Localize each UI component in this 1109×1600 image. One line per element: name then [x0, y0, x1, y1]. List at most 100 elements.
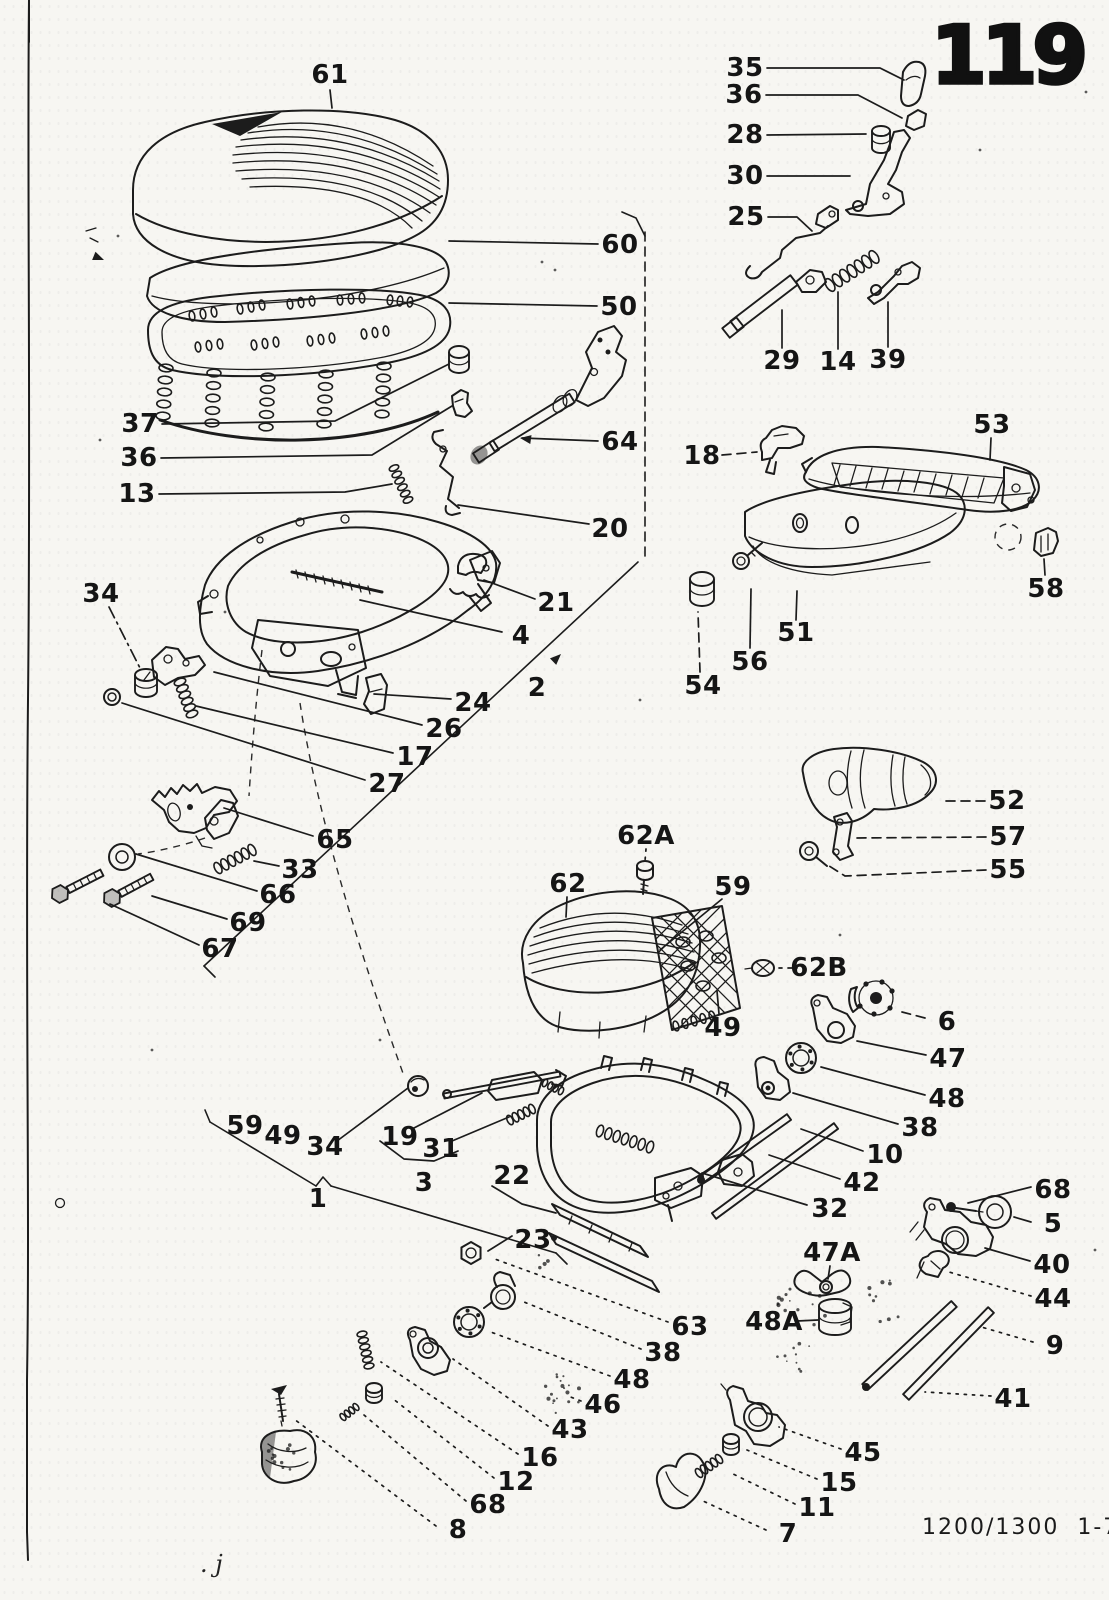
- callout-22: 22: [493, 1161, 531, 1191]
- dust-speck: [812, 1323, 816, 1327]
- dust-speck: [838, 933, 842, 937]
- callout-65: 65: [316, 825, 354, 855]
- dust-speck: [1084, 90, 1088, 94]
- dust-speck: [978, 148, 982, 152]
- screw-62A-drawing: [636, 860, 654, 895]
- callout-9: 9: [1045, 1331, 1065, 1361]
- dust-speck: [811, 1303, 814, 1306]
- dust-speck: [546, 1259, 550, 1263]
- floor-boot-drawing: [260, 1429, 317, 1484]
- leader-line: [967, 1186, 1032, 1204]
- leader-line: [765, 94, 903, 119]
- dust-speck: [1093, 1248, 1097, 1252]
- dust-speck: [783, 1354, 787, 1358]
- callout-27: 27: [368, 769, 406, 799]
- leader-line: [329, 89, 333, 109]
- callout-63: 63: [671, 1312, 709, 1342]
- seat-rails-drawing: [548, 1203, 660, 1293]
- dust-speck: [823, 1313, 827, 1318]
- callout-38: 38: [901, 1113, 939, 1143]
- leader-line: [768, 1154, 841, 1180]
- dust-speck: [560, 1384, 565, 1388]
- leader-line: [766, 133, 867, 136]
- callout-19: 19: [381, 1122, 419, 1152]
- leader-line: [521, 437, 599, 442]
- dust-speck: [577, 1400, 580, 1404]
- clip-62B-drawing: [744, 959, 775, 977]
- dust-speck: [797, 1367, 801, 1371]
- callout-26: 26: [425, 714, 463, 744]
- leader-line: [766, 67, 905, 81]
- arrowhead: [549, 654, 561, 665]
- hinge-26-drawing: [143, 646, 206, 686]
- callout-2: 2: [527, 673, 547, 703]
- section-line: [204, 1109, 211, 1123]
- leader-line: [746, 1449, 818, 1480]
- dust-speck: [788, 1300, 791, 1302]
- spring-mat-59-drawing: [651, 905, 741, 1031]
- backrest-frame-drawing: [536, 1055, 755, 1222]
- clip-36-left-drawing: [451, 389, 473, 418]
- leader-line: [363, 1414, 467, 1502]
- section-line: [203, 561, 639, 967]
- leader-line: [451, 1116, 510, 1142]
- leader-line: [795, 590, 798, 621]
- dust-speck: [270, 1447, 273, 1450]
- pawl-45-drawing: [720, 1383, 786, 1447]
- dust-speck: [867, 1285, 872, 1291]
- pawl-38-drawing: [754, 1056, 791, 1101]
- dust-speck: [563, 1387, 566, 1390]
- crank-20-drawing: [431, 429, 461, 516]
- leader-line: [379, 1140, 459, 1162]
- dust-speck: [559, 1379, 562, 1382]
- leader-line: [977, 1325, 1034, 1343]
- leader-line: [701, 1172, 808, 1206]
- callout-48A: 48A: [745, 1307, 803, 1337]
- dust-speck: [554, 1411, 557, 1414]
- dust-speck: [542, 1261, 547, 1266]
- dust-speck: [553, 268, 557, 272]
- dust-speck: [555, 1373, 558, 1376]
- leader-line: [293, 1418, 437, 1527]
- callout-5: 5: [1043, 1209, 1063, 1239]
- leader-line: [659, 898, 723, 951]
- clip-35-drawing: [900, 60, 927, 107]
- callout-36-2: 36: [725, 80, 763, 110]
- callout-60: 60: [601, 230, 639, 260]
- dust-speck: [788, 1287, 792, 1291]
- leader-line: [253, 860, 280, 867]
- dust-speck: [567, 1384, 570, 1387]
- construction-lines: [137, 523, 1022, 1077]
- footer-code: 1200/1300 1-77: [922, 1515, 1109, 1540]
- callout-59: 59: [714, 872, 752, 902]
- dust-speck: [549, 1392, 553, 1396]
- dust-speck: [272, 1454, 277, 1458]
- callout-11: 11: [798, 1493, 836, 1523]
- leader-line: [856, 1040, 927, 1056]
- generated-parts: [51, 125, 1012, 1479]
- pawl-38-lower-drawing: [483, 1271, 516, 1310]
- heart-pad-7-drawing: [655, 1452, 707, 1510]
- callout-48: 48: [928, 1084, 966, 1114]
- leader-line: [121, 702, 366, 781]
- leader-line: [380, 1361, 519, 1455]
- callout-17: 17: [396, 742, 434, 772]
- section-line: [315, 1176, 332, 1187]
- pawl-47-drawing: [810, 994, 856, 1044]
- callout-69: 69: [229, 908, 267, 938]
- leader-line: [697, 611, 701, 673]
- leader-line: [195, 705, 394, 754]
- leader-line: [721, 451, 758, 456]
- callout-35: 35: [726, 53, 764, 83]
- dust-speck: [270, 1456, 275, 1460]
- armrest-53-drawing: [801, 445, 1040, 513]
- dust-speck: [540, 260, 544, 264]
- recliner-knob-18-drawing: [759, 425, 805, 475]
- leader-line: [160, 405, 453, 459]
- callout-42: 42: [843, 1168, 881, 1198]
- dust-speck: [874, 1295, 878, 1298]
- seat-frame-drawing: [197, 510, 501, 699]
- leader-line: [483, 579, 536, 600]
- leader-line: [924, 1391, 992, 1397]
